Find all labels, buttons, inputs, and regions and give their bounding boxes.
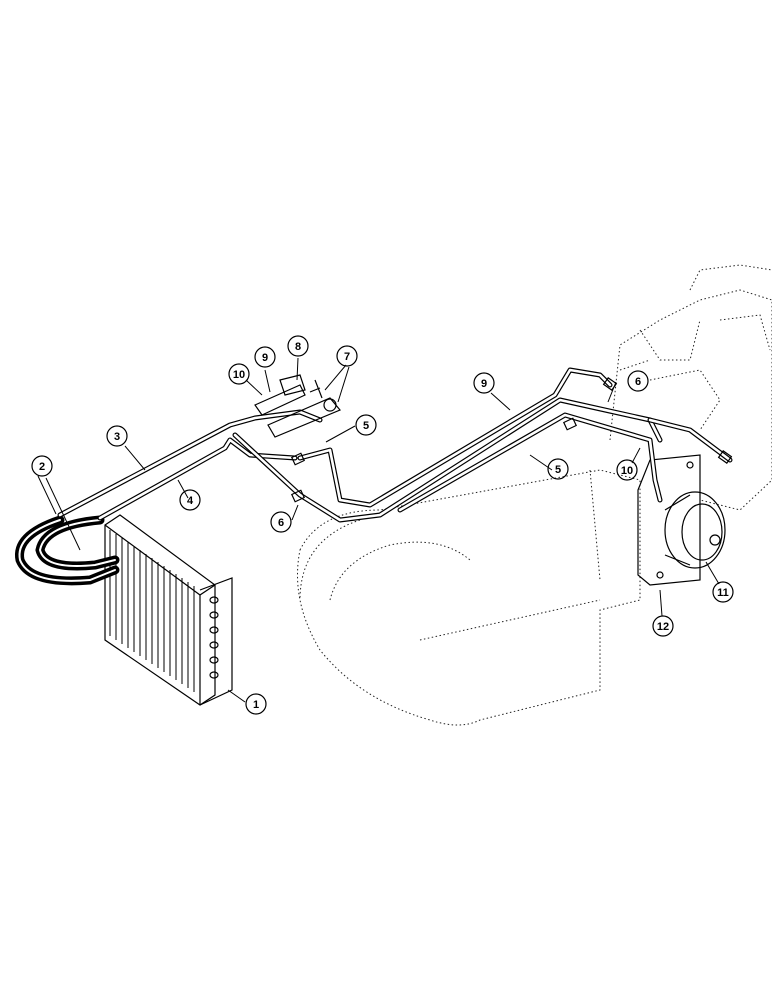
tube-to-axle <box>647 417 733 463</box>
callout-7: 7 <box>336 345 358 367</box>
cooler-bracket-slots <box>209 596 219 679</box>
callout-1-label: 1 <box>253 699 259 711</box>
callout-8: 8 <box>287 335 309 357</box>
callout-8-label: 8 <box>295 341 301 353</box>
transmission-housing <box>297 469 641 726</box>
leader-lines <box>37 357 720 703</box>
callout-6-right-label: 6 <box>635 376 641 388</box>
steel-tubes <box>57 367 733 523</box>
callout-10-left: 10 <box>228 363 250 385</box>
callout-6-left-label: 6 <box>278 517 284 529</box>
callout-10-left-label: 10 <box>233 369 245 381</box>
callout-11-label: 11 <box>717 587 729 599</box>
oil-cooler <box>104 514 233 706</box>
callout-6-right: 6 <box>627 370 649 392</box>
callout-12: 12 <box>652 615 674 637</box>
rear-axle-housing <box>609 264 772 511</box>
callout-1: 1 <box>245 693 267 715</box>
callout-12-label: 12 <box>657 621 669 633</box>
cooler-hoses <box>15 515 120 586</box>
callout-4: 4 <box>179 489 201 511</box>
tube-3 <box>57 409 323 518</box>
tube-4 <box>97 437 298 521</box>
relief-valve-assembly <box>254 374 341 438</box>
cooler-fins <box>109 530 195 692</box>
callout-5-upper: 5 <box>355 414 377 436</box>
callout-9-right-label: 9 <box>481 378 487 390</box>
callout-11: 11 <box>712 581 734 603</box>
callout-6-left: 6 <box>270 511 292 533</box>
callout-3: 3 <box>106 425 128 447</box>
callout-10-right: 10 <box>616 459 638 481</box>
tube-fittings <box>290 377 733 503</box>
callout-9-upper: 9 <box>254 346 276 368</box>
callout-5-lower: 5 <box>547 458 569 480</box>
callout-10-right-label: 10 <box>621 465 633 477</box>
callout-4-label: 4 <box>187 495 194 507</box>
callout-9-upper-label: 9 <box>262 352 268 364</box>
callout-2: 2 <box>31 455 53 477</box>
callout-7-label: 7 <box>344 351 350 363</box>
tube-long-rear <box>397 412 663 513</box>
mounting-plate <box>637 454 701 586</box>
tube-long-upper <box>297 367 613 508</box>
callouts: 1 2 3 4 5 5 6 6 <box>31 335 734 715</box>
callout-5-upper-label: 5 <box>363 420 369 432</box>
callout-5-lower-label: 5 <box>555 464 561 476</box>
callout-3-label: 3 <box>114 431 120 443</box>
hydraulic-pump <box>664 491 726 569</box>
callout-2-label: 2 <box>39 461 45 473</box>
callout-9-right: 9 <box>473 372 495 394</box>
